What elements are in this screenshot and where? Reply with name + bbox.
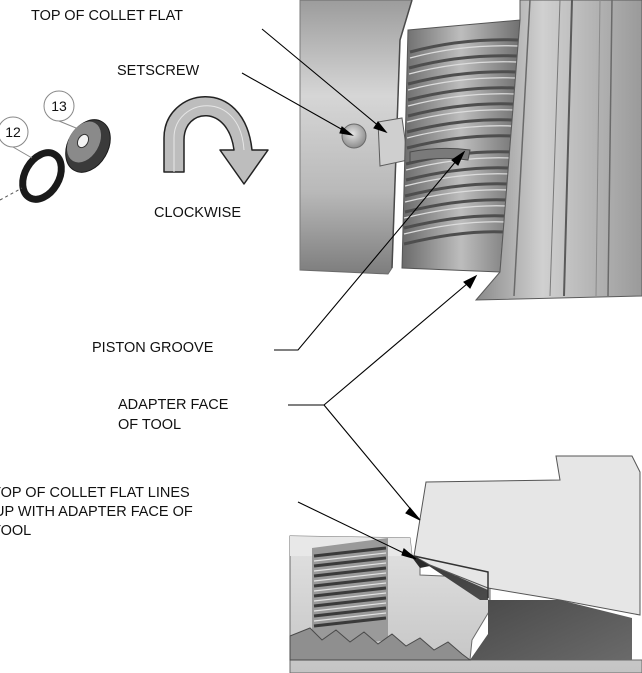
adapter-flange-render [474,0,642,301]
arrowhead-top-of-collet-flat [373,121,388,134]
leader-lines-up [297,501,415,559]
leader-adapter-face-lower [323,404,419,519]
section-view [289,455,642,673]
label-lines-up-line2: UP WITH ADAPTER FACE OF [0,504,193,520]
label-top-of-collet-flat: TOP OF COLLET FLAT [31,8,184,24]
setscrew-render [341,123,367,149]
internal-thread [312,538,388,650]
leader-top-of-collet-flat [261,28,387,133]
leader-adapter-face-upper [323,277,475,406]
label-clockwise: CLOCKWISE [154,205,242,221]
label-setscrew: SETSCREW [117,63,200,79]
label-adapter-face-line1: ADAPTER FACE [118,397,229,413]
arrowhead-adapter-face-upper [463,274,478,289]
clockwise-arrow-icon [163,96,269,185]
collet-flat [377,117,409,167]
arrowhead-adapter-face-lower [405,507,421,521]
part-number-12: 12 [5,124,21,140]
leader-piston-groove [274,153,463,351]
label-piston-groove: PISTON GROOVE [92,340,214,356]
label-adapter-face-line2: OF TOOL [118,417,182,433]
part-13-washer [65,119,111,173]
threaded-section [401,19,521,273]
arrowhead-piston-groove [451,150,466,166]
part-number-13: 13 [51,98,67,114]
arrowhead-setscrew [339,126,354,136]
label-lines-up-line1: TOP OF COLLET FLAT LINES [0,485,190,501]
part-12-oring [0,149,65,203]
leader-lines [241,28,478,560]
leader-setscrew [241,72,351,135]
part-number-12-badge: 12 [0,116,33,159]
label-lines-up-line3: TOOL [0,523,32,539]
part-number-13-badge: 13 [43,90,77,129]
arrowhead-lines-up [401,548,417,560]
